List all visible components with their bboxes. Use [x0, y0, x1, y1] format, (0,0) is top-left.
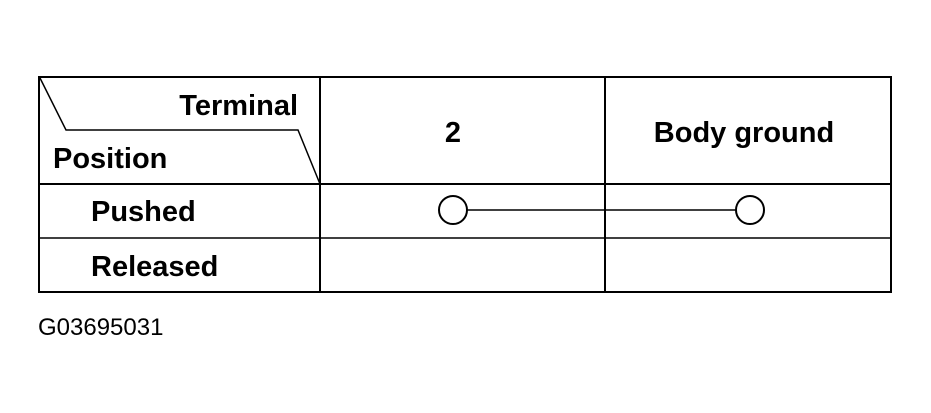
continuity-terminal-circle-2 [438, 195, 468, 225]
column-header-body-ground: Body ground [654, 117, 834, 149]
column-header-terminal-2: 2 [445, 117, 461, 149]
row-label-pushed: Pushed [91, 196, 196, 228]
corner-label-terminal: Terminal [179, 90, 298, 122]
figure-id-label: G03695031 [38, 314, 164, 341]
corner-diagonal-line [39, 77, 321, 185]
row-label-released: Released [91, 251, 218, 283]
continuity-terminal-circle-body-ground [735, 195, 765, 225]
corner-label-position: Position [53, 143, 167, 175]
